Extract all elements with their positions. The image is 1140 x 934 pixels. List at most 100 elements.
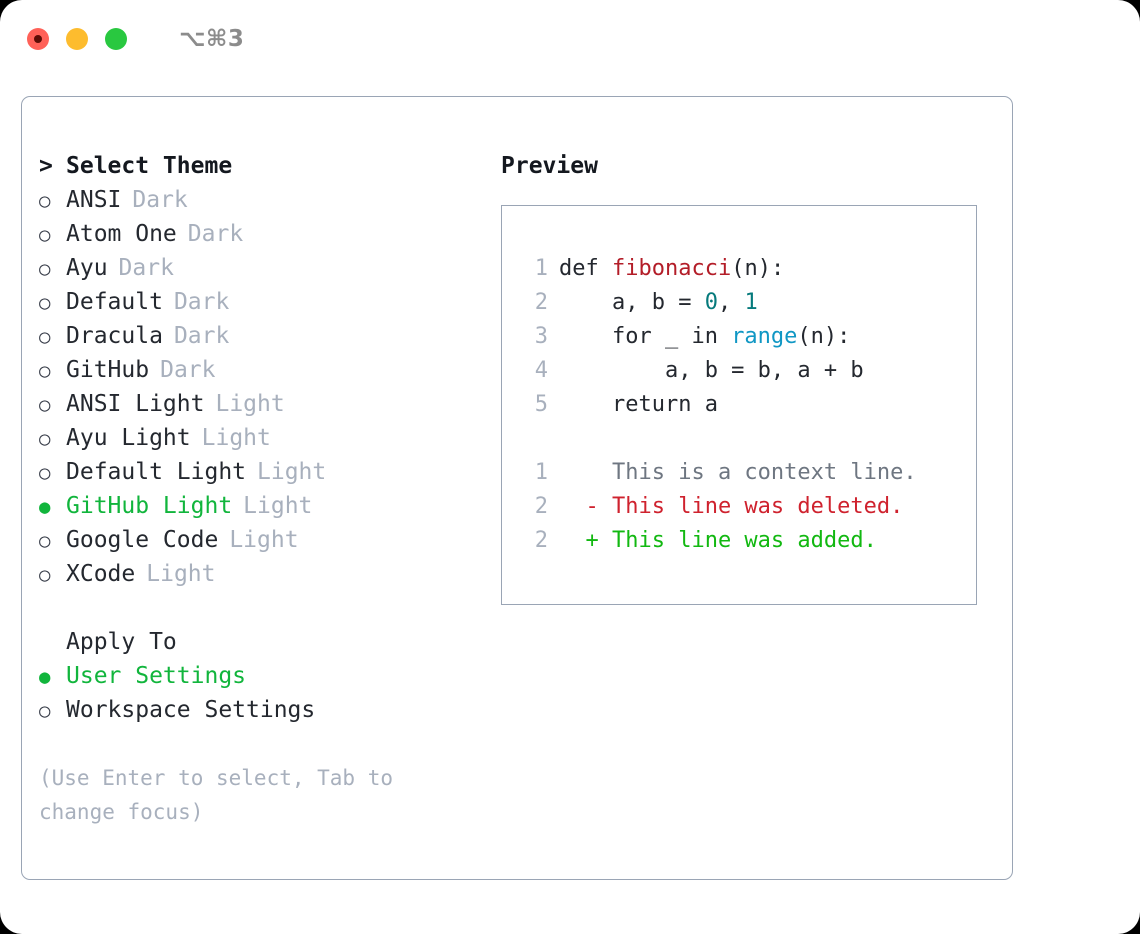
apply-to-option[interactable]: ● User Settings bbox=[39, 659, 499, 693]
radio-selected-icon[interactable]: ● bbox=[39, 666, 51, 688]
caret-icon: > bbox=[39, 153, 53, 179]
theme-variant-label: Dark bbox=[173, 323, 230, 349]
traffic-light-controls bbox=[27, 28, 127, 50]
theme-variant-label: Dark bbox=[132, 187, 188, 213]
code-token-plain: (n): bbox=[797, 324, 851, 349]
theme-variant-label: Dark bbox=[187, 221, 244, 247]
line-number: 2 bbox=[534, 290, 548, 315]
apply-to-option[interactable]: ○ Workspace Settings bbox=[39, 693, 499, 727]
radio-unselected-icon[interactable]: ○ bbox=[39, 258, 51, 280]
apply-to-heading: Apply To bbox=[66, 629, 177, 655]
theme-list-item[interactable]: ○ Ayu Dark bbox=[39, 251, 499, 285]
diff-line: 2 + This line was added. bbox=[518, 524, 976, 558]
line-number: 2 bbox=[534, 528, 548, 553]
code-token-fn: fibonacci bbox=[611, 256, 732, 281]
diff-line-content-added: + This line was added. bbox=[559, 528, 877, 553]
code-token-num: 1 bbox=[744, 290, 758, 315]
code-token-plain: , bbox=[717, 290, 745, 315]
preview-heading: Preview bbox=[501, 153, 598, 179]
code-line-content: a, b = 0, 1 bbox=[559, 286, 758, 320]
radio-unselected-icon[interactable]: ○ bbox=[39, 462, 51, 484]
radio-unselected-icon[interactable]: ○ bbox=[39, 564, 51, 586]
apply-to-option-label: User Settings bbox=[66, 663, 247, 689]
maximize-button[interactable] bbox=[105, 28, 127, 50]
radio-unselected-icon[interactable]: ○ bbox=[39, 292, 51, 314]
code-line-content: for _ in range(n): bbox=[559, 320, 850, 354]
radio-unselected-icon[interactable]: ○ bbox=[39, 224, 51, 246]
code-line-content: def fibonacci(n): bbox=[559, 252, 784, 286]
close-button[interactable] bbox=[27, 28, 49, 50]
radio-unselected-icon[interactable]: ○ bbox=[39, 394, 51, 416]
apply-to-list: ● User Settings ○ Workspace Settings bbox=[39, 659, 499, 727]
code-token-plain: def bbox=[559, 256, 612, 281]
code-line-content: return a bbox=[559, 388, 718, 422]
theme-name: Atom One bbox=[66, 221, 177, 247]
apply-to-heading-row: ○ Apply To bbox=[39, 625, 499, 659]
title-bar: ⌥⌘3 bbox=[0, 0, 1140, 78]
diff-sample: 1 This is a context line.2 - This line w… bbox=[518, 456, 976, 558]
theme-list-item[interactable]: ○ Atom One Dark bbox=[39, 217, 499, 251]
radio-unselected-icon[interactable]: ○ bbox=[39, 326, 51, 348]
theme-variant-label: Dark bbox=[118, 255, 174, 281]
diff-line-content-context: This is a context line. bbox=[559, 460, 917, 485]
code-line: 3 for _ in range(n): bbox=[518, 320, 976, 354]
theme-variant-label: Light bbox=[229, 527, 299, 553]
window-shortcut-title: ⌥⌘3 bbox=[179, 26, 245, 52]
line-number: 3 bbox=[534, 324, 548, 349]
theme-name: Default Light bbox=[66, 459, 247, 485]
theme-list-item[interactable]: ○ ANSI Dark bbox=[39, 183, 499, 217]
theme-name: Ayu Light bbox=[66, 425, 191, 451]
theme-variant-label: Light bbox=[201, 425, 271, 451]
code-line-content: a, b = b, a + b bbox=[559, 354, 864, 388]
code-token-plain: return a bbox=[559, 392, 718, 417]
select-theme-heading-row: > Select Theme bbox=[39, 149, 499, 183]
line-number: 2 bbox=[534, 494, 548, 519]
radio-unselected-icon[interactable]: ○ bbox=[39, 360, 51, 382]
code-token-num: 0 bbox=[704, 290, 718, 315]
theme-variant-label: Light bbox=[243, 493, 313, 519]
theme-name: XCode bbox=[66, 561, 136, 587]
code-token-plain: (n): bbox=[731, 256, 785, 281]
theme-variant-label: Light bbox=[146, 561, 216, 587]
line-number: 1 bbox=[534, 256, 548, 281]
radio-unselected-icon[interactable]: ○ bbox=[39, 190, 51, 212]
theme-name: Dracula bbox=[66, 323, 163, 349]
theme-variant-label: Dark bbox=[160, 357, 216, 383]
theme-name: Ayu bbox=[66, 255, 108, 281]
diff-line: 1 This is a context line. bbox=[518, 456, 976, 490]
theme-list-item[interactable]: ○ Ayu Light Light bbox=[39, 421, 499, 455]
minimize-button[interactable] bbox=[66, 28, 88, 50]
theme-variant-label: Light bbox=[257, 459, 327, 485]
radio-unselected-icon[interactable]: ○ bbox=[39, 428, 51, 450]
radio-unselected-icon[interactable]: ○ bbox=[39, 700, 51, 722]
theme-name: Default bbox=[66, 289, 163, 315]
select-theme-heading: Select Theme bbox=[66, 153, 233, 179]
theme-list-item[interactable]: ○ Default Light Light bbox=[39, 455, 499, 489]
line-number: 5 bbox=[534, 392, 548, 417]
theme-list-item[interactable]: ○ Dracula Dark bbox=[39, 319, 499, 353]
code-line: 2 a, b = 0, 1 bbox=[518, 286, 976, 320]
radio-selected-icon[interactable]: ● bbox=[39, 496, 51, 518]
radio-unselected-icon[interactable]: ○ bbox=[39, 530, 51, 552]
theme-list-item[interactable]: ○ XCode Light bbox=[39, 557, 499, 591]
apply-to-option-label: Workspace Settings bbox=[66, 697, 316, 723]
diff-line-content-deleted: - This line was deleted. bbox=[559, 494, 904, 519]
code-line: 4 a, b = b, a + b bbox=[518, 354, 976, 388]
diff-line: 2 - This line was deleted. bbox=[518, 490, 976, 524]
code-line: 1 def fibonacci(n): bbox=[518, 252, 976, 286]
code-token-plain: a, b = bbox=[559, 290, 705, 315]
code-token-plain: for _ in bbox=[559, 324, 732, 349]
code-line: 5 return a bbox=[518, 388, 976, 422]
theme-name: ANSI bbox=[66, 187, 122, 213]
line-number: 4 bbox=[534, 358, 548, 383]
